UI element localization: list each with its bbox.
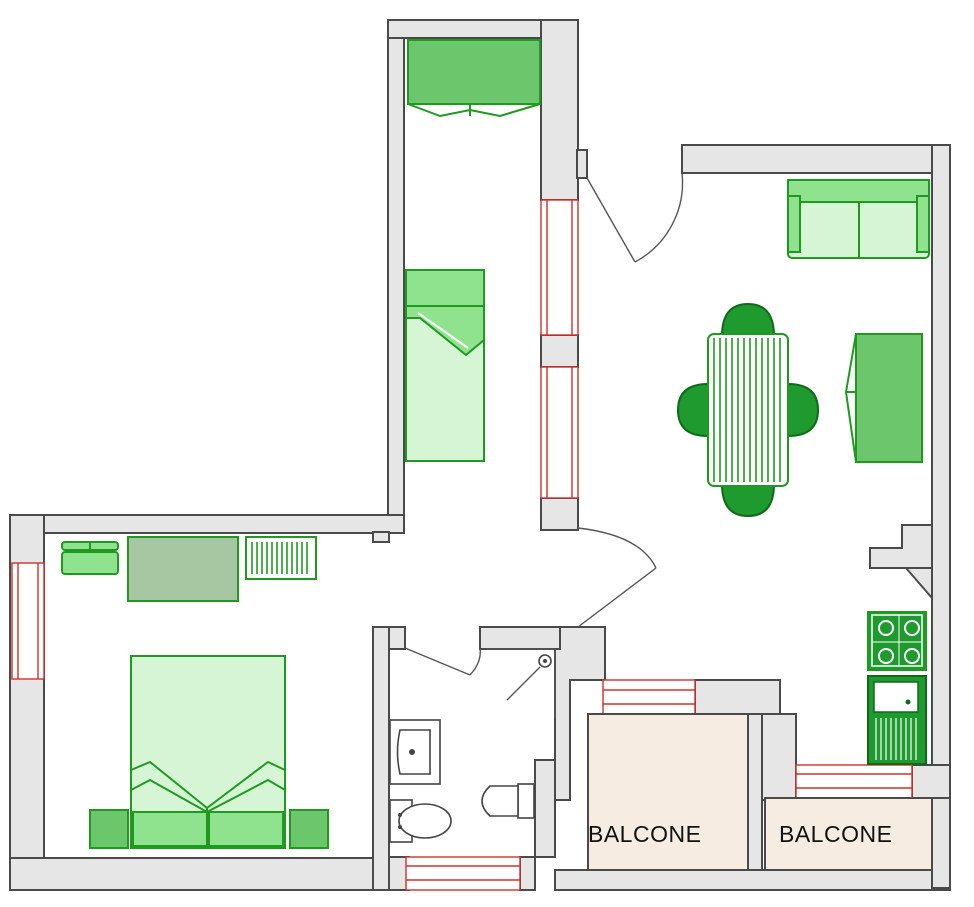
wall-bedroom-post [372,531,390,543]
windows [11,199,913,891]
wall-bath-top-left [388,626,406,650]
toilet-icon [481,783,535,819]
nightstand-left [89,809,129,849]
chair-icon [720,302,776,337]
stove-icon [867,611,927,671]
bed-icon [405,269,485,462]
door-swing-icon [577,527,657,628]
chair-icon [787,382,820,438]
wall-bedroom-bottom [9,857,409,891]
wall-balcony-top [694,679,781,715]
balcony-left: BALCONE [587,713,749,871]
wall-kitchen-hood [903,567,933,601]
wall-bath-left [372,626,390,891]
tv-cabinet [844,333,923,463]
wall-kitchen-step [869,524,933,569]
window-corridor-top [540,199,579,336]
wall-living-top [681,144,951,174]
bed-icon [130,655,286,849]
window-corridor-bottom [540,366,579,499]
walls [9,19,951,891]
bedroom-desk [127,536,239,602]
wall-bedroom-top [9,514,405,534]
bedroom-chair [61,541,119,575]
wall-corridor-right-top [540,19,579,201]
dining-set [676,302,820,518]
window-bathroom [405,856,521,891]
wall-balcony-top-2 [761,713,797,801]
door-swing-icon [404,647,481,676]
radiator [245,536,317,580]
wall-corridor-left [387,19,405,533]
sofa-icon [787,179,930,259]
doors [404,172,684,676]
door-swing-icon [586,172,684,263]
shower-icon [486,648,556,718]
wall-right-bottom [911,764,951,799]
wall-right-edge [931,797,951,889]
chair-icon [720,483,776,518]
nightstand-right [289,809,329,849]
wall-corridor-right-mid [540,334,579,368]
balcony-right: BALCONE [764,797,933,871]
window-bedroom [11,562,45,680]
balcony-right-label: BALCONE [779,821,892,847]
sink-icon [389,719,441,785]
corridor-cabinet [407,39,541,118]
bidet-icon [389,799,452,843]
chair-icon [676,382,709,438]
balcony-left-label: BALCONE [588,821,701,847]
wall-bath-top-right [479,626,561,650]
wall-living-right [931,144,951,766]
window-balcony-left [602,679,696,715]
window-balcony-right [795,764,913,799]
table-stripes [713,338,781,482]
wall-balcony-outer [554,869,951,891]
kitchen-sink-icon [867,675,927,765]
wall-notch [576,149,588,179]
wall-corridor-right-bottom [540,497,579,531]
